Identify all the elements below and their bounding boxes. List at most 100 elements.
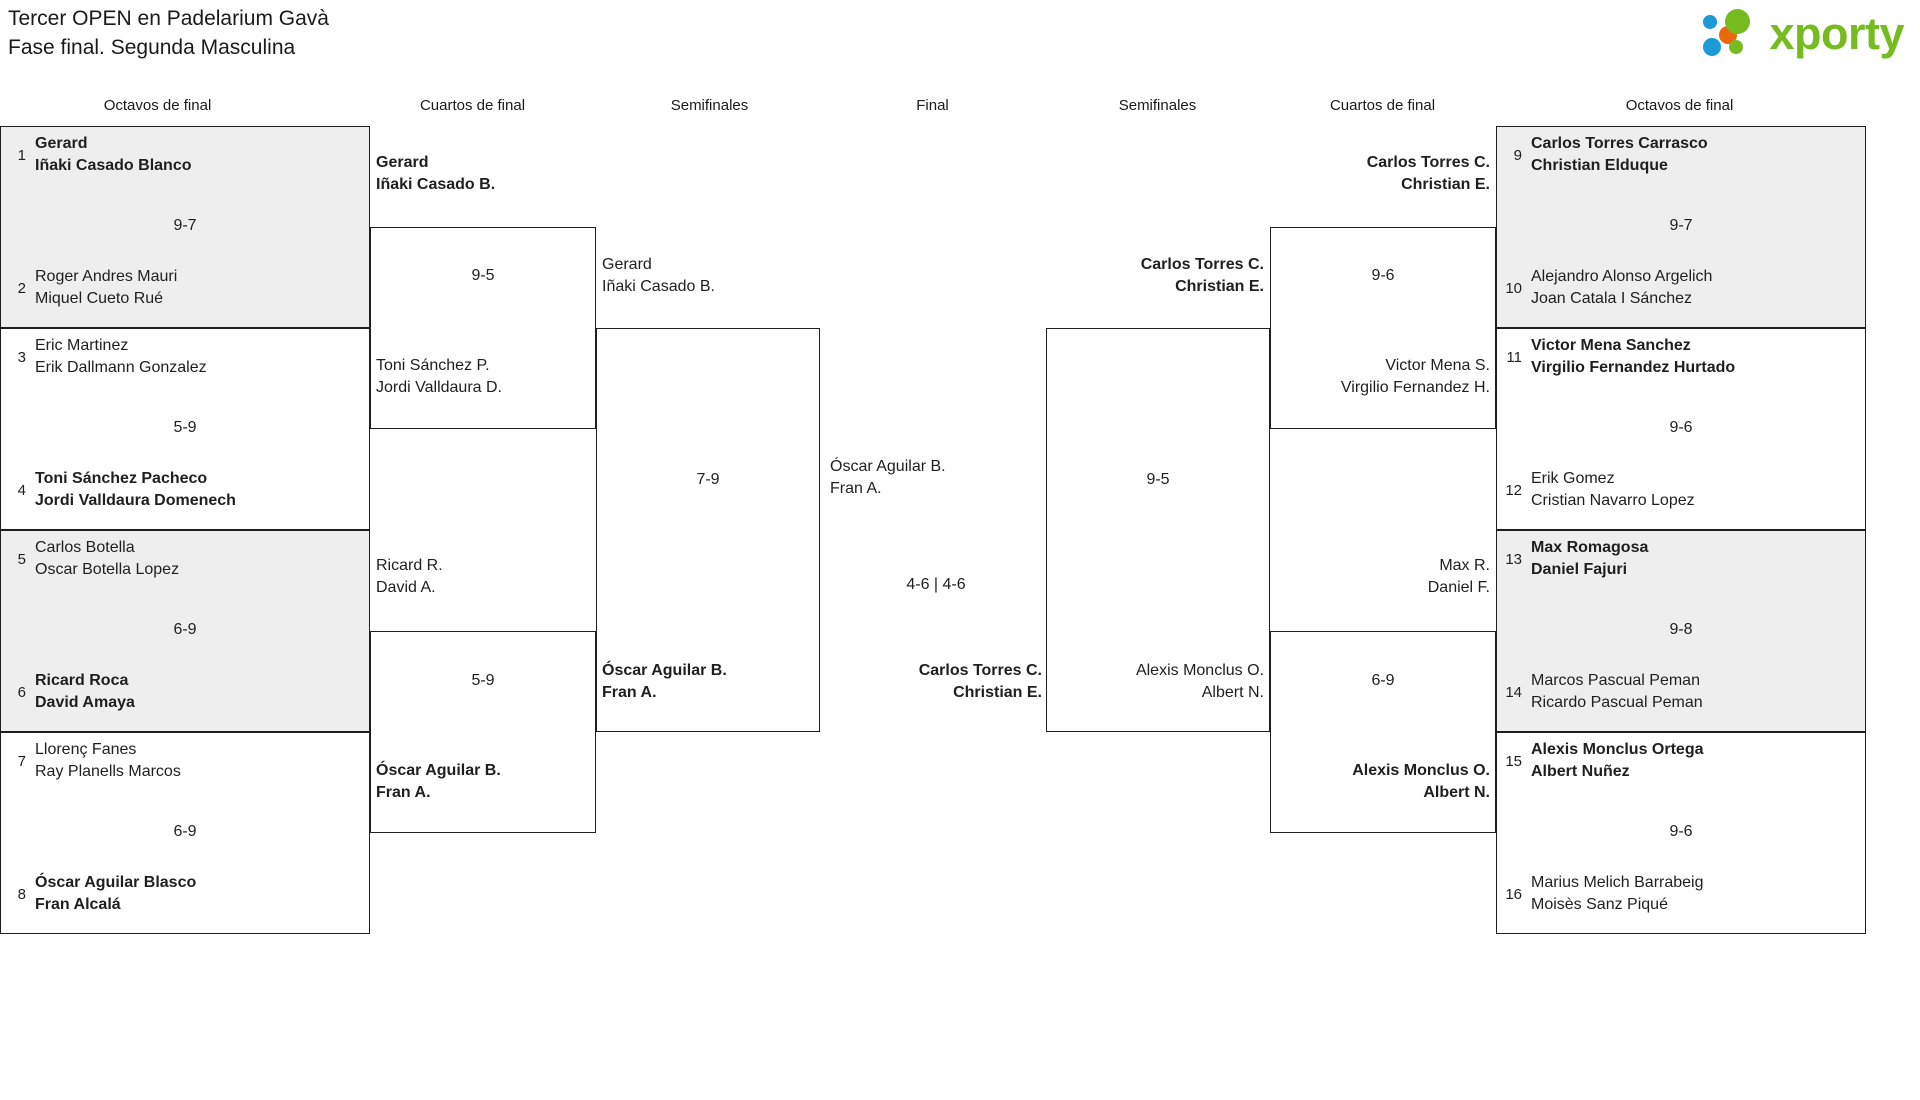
entry-right-sf-bottom[interactable]: Alexis Monclus O. Albert N. [1052, 660, 1264, 704]
entry-right-r16-seed-11[interactable]: 11 Victor Mena Sanchez Virgilio Fernande… [1502, 335, 1735, 379]
entry-left-r16-seed-6[interactable]: 6 Ricard Roca David Amaya [6, 670, 135, 714]
player-1: Roger Andres Mauri [35, 268, 178, 285]
entry-left-r16-seed-2[interactable]: 2 Roger Andres Mauri Miquel Cueto Rué [6, 266, 178, 310]
player-2: Virgilio Fernandez Hurtado [1531, 359, 1736, 376]
player-2: Cristian Navarro Lopez [1531, 492, 1695, 509]
team-names: Roger Andres Mauri Miquel Cueto Rué [35, 266, 177, 310]
entry-right-r16-seed-10[interactable]: 10 Alejandro Alonso Argelich Joan Catala… [1502, 266, 1712, 310]
player-2: Miquel Cueto Rué [35, 290, 164, 307]
team-names: Toni Sánchez Pacheco Jordi Valldaura Dom… [35, 468, 236, 512]
player-1: Carlos Torres C. [918, 662, 1042, 679]
score-right-sf: 9-5 [1146, 471, 1170, 488]
entry-right-r16-seed-12[interactable]: 12 Erik Gomez Cristian Navarro Lopez [1502, 468, 1695, 512]
match-box-right-r16-3[interactable] [1496, 530, 1866, 732]
entry-left-sf-bottom[interactable]: Óscar Aguilar B. Fran A. [602, 660, 727, 704]
logo-wordmark: xporty [1769, 7, 1904, 59]
entry-right-qf-1-top[interactable]: Carlos Torres C. Christian E. [1276, 152, 1490, 196]
player-1: Eric Martinez [35, 337, 129, 354]
entry-left-qf-1-top[interactable]: Gerard Iñaki Casado B. [376, 152, 495, 196]
match-box-left-sf[interactable] [596, 328, 820, 732]
player-2: Daniel F. [1427, 579, 1490, 596]
match-box-left-qf-2[interactable] [370, 631, 596, 833]
seed-number: 6 [17, 683, 26, 701]
player-2: Albert N. [1201, 684, 1264, 701]
match-box-right-r16-1[interactable] [1496, 126, 1866, 328]
round-header-left-sf: Semifinales [670, 97, 749, 114]
player-1: Alexis Monclus O. [1352, 762, 1490, 779]
entry-left-r16-seed-7[interactable]: 7 Llorenç Fanes Ray Planells Marcos [6, 739, 181, 783]
player-1: Max Romagosa [1531, 539, 1649, 556]
team-names: Gerard Iñaki Casado Blanco [35, 133, 192, 177]
entry-right-qf-2-top[interactable]: Max R. Daniel F. [1276, 555, 1490, 599]
entry-right-qf-2-bottom[interactable]: Alexis Monclus O. Albert N. [1276, 760, 1490, 804]
match-box-left-qf-1[interactable] [370, 227, 596, 429]
round-header-left-r16: Octavos de final [103, 97, 212, 114]
seed-number: 11 [1506, 348, 1522, 366]
entry-left-r16-seed-1[interactable]: 1 Gerard Iñaki Casado Blanco [6, 133, 192, 177]
player-1: Óscar Aguilar Blasco [35, 874, 197, 891]
player-1: Ricard R. [376, 557, 443, 574]
entry-right-r16-seed-15[interactable]: 15 Alexis Monclus Ortega Albert Nuñez [1502, 739, 1703, 783]
player-2: Christian E. [1175, 278, 1264, 295]
match-box-right-qf-1[interactable] [1270, 227, 1496, 429]
score-left-r16-1: 9-7 [173, 217, 197, 234]
player-2: Virgilio Fernandez H. [1340, 379, 1490, 396]
player-2: Christian E. [953, 684, 1042, 701]
round-header-right-r16: Octavos de final [1625, 97, 1734, 114]
entry-left-qf-1-bottom[interactable]: Toni Sánchez P. Jordi Valldaura D. [376, 355, 502, 399]
seed-number: 15 [1505, 752, 1522, 770]
player-1: Óscar Aguilar B. [830, 458, 946, 475]
entry-final-bottom[interactable]: Carlos Torres C. Christian E. [830, 660, 1042, 704]
player-2: David A. [376, 579, 436, 596]
score-final: 4-6 | 4-6 [906, 576, 966, 593]
score-right-qf-1: 9-6 [1371, 267, 1395, 284]
entry-left-r16-seed-5[interactable]: 5 Carlos Botella Oscar Botella Lopez [6, 537, 179, 581]
title-line-1: Tercer OPEN en Padelarium Gavà [8, 7, 329, 30]
entry-right-r16-seed-13[interactable]: 13 Max Romagosa Daniel Fajuri [1502, 537, 1648, 581]
entry-right-sf-top[interactable]: Carlos Torres C. Christian E. [1052, 254, 1264, 298]
match-box-right-sf[interactable] [1046, 328, 1270, 732]
match-box-right-r16-2[interactable] [1496, 328, 1866, 530]
seed-number: 8 [17, 885, 26, 903]
player-2: Albert N. [1423, 784, 1490, 801]
score-left-r16-2: 5-9 [173, 419, 197, 436]
match-box-left-r16-3[interactable] [0, 530, 370, 732]
team-names: Carlos Torres Carrasco Christian Elduque [1531, 133, 1708, 177]
entry-right-r16-seed-16[interactable]: 16 Marius Melich Barrabeig Moisès Sanz P… [1502, 872, 1703, 916]
player-1: Toni Sánchez P. [376, 357, 490, 374]
entry-right-r16-seed-9[interactable]: 9 Carlos Torres Carrasco Christian Elduq… [1502, 133, 1708, 177]
score-left-qf-2: 5-9 [471, 672, 495, 689]
match-box-left-r16-4[interactable] [0, 732, 370, 934]
player-2: Moisès Sanz Piqué [1531, 896, 1668, 913]
entry-left-r16-seed-4[interactable]: 4 Toni Sánchez Pacheco Jordi Valldaura D… [6, 468, 236, 512]
team-names: Alejandro Alonso Argelich Joan Catala I … [1531, 266, 1712, 310]
team-names: Victor Mena Sanchez Virgilio Fernandez H… [1531, 335, 1735, 379]
seed-number: 14 [1505, 683, 1522, 701]
player-2: Iñaki Casado B. [376, 176, 496, 193]
team-names: Max Romagosa Daniel Fajuri [1531, 537, 1648, 581]
player-1: Marcos Pascual Peman [1531, 672, 1700, 689]
player-1: Óscar Aguilar B. [376, 762, 501, 779]
match-box-right-r16-4[interactable] [1496, 732, 1866, 934]
score-right-r16-3: 9-8 [1669, 621, 1693, 638]
entry-right-qf-1-bottom[interactable]: Victor Mena S. Virgilio Fernandez H. [1276, 355, 1490, 399]
entry-final-top[interactable]: Óscar Aguilar B. Fran A. [830, 456, 946, 500]
player-1: Gerard [602, 256, 652, 273]
xporty-logo[interactable]: xporty [1703, 7, 1904, 59]
entry-right-r16-seed-14[interactable]: 14 Marcos Pascual Peman Ricardo Pascual … [1502, 670, 1703, 714]
team-names: Marcos Pascual Peman Ricardo Pascual Pem… [1531, 670, 1703, 714]
team-names: Óscar Aguilar Blasco Fran Alcalá [35, 872, 196, 916]
team-names: Eric Martinez Erik Dallmann Gonzalez [35, 335, 207, 379]
logo-dots-icon [1703, 7, 1761, 59]
entry-left-sf-top[interactable]: Gerard Iñaki Casado B. [602, 254, 715, 298]
match-box-left-r16-2[interactable] [0, 328, 370, 530]
match-box-left-r16-1[interactable] [0, 126, 370, 328]
entry-left-r16-seed-8[interactable]: 8 Óscar Aguilar Blasco Fran Alcalá [6, 872, 197, 916]
entry-left-r16-seed-3[interactable]: 3 Eric Martinez Erik Dallmann Gonzalez [6, 335, 207, 379]
match-box-right-qf-2[interactable] [1270, 631, 1496, 833]
entry-left-qf-2-top[interactable]: Ricard R. David A. [376, 555, 443, 599]
team-names: Erik Gomez Cristian Navarro Lopez [1531, 468, 1695, 512]
score-left-qf-1: 9-5 [471, 267, 495, 284]
entry-left-qf-2-bottom[interactable]: Óscar Aguilar B. Fran A. [376, 760, 501, 804]
